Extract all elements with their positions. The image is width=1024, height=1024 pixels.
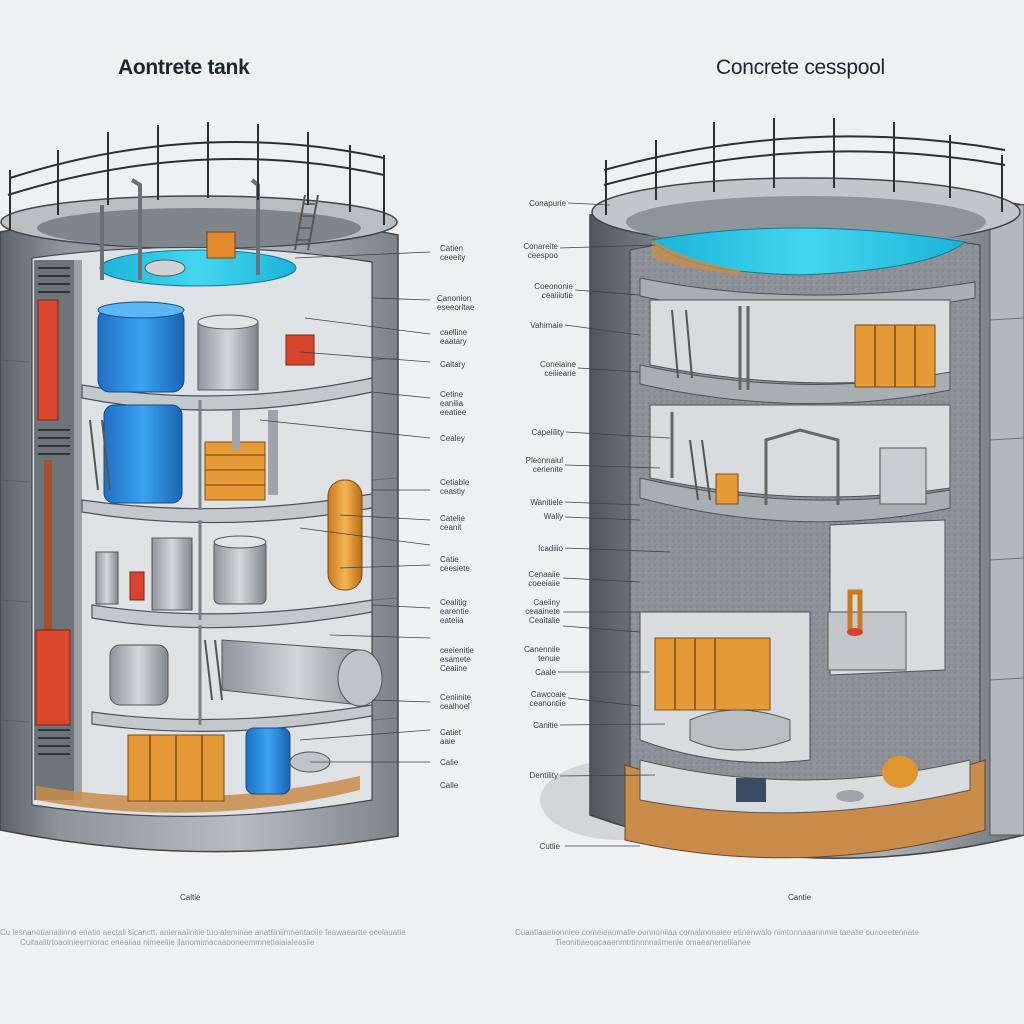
right-leader-lines <box>558 202 671 847</box>
left-label: Caltary <box>440 360 466 369</box>
left-leader-lines <box>259 251 431 763</box>
right-label: Caale <box>535 668 556 677</box>
right-label: Dentility <box>529 771 558 780</box>
right-label: Vahimaie <box>530 321 563 330</box>
left-label: Calle <box>440 781 459 790</box>
right-label: Cutlie <box>539 842 560 851</box>
right-diagram-title: Concrete cesspool <box>716 56 885 79</box>
right-label: Waliy <box>543 512 563 521</box>
right-footer-text: Cuaatiaaetionniee comeieaomalie ounnonii… <box>515 928 919 947</box>
left-label: Cealey <box>440 434 465 443</box>
right-label: Canitie <box>533 721 558 730</box>
left-caption: Caltie <box>180 893 201 902</box>
right-label: Capelility <box>531 428 564 437</box>
right-cesspool <box>540 118 1024 859</box>
left-footer-text: Cu lesnanotianaiiinno enatio aectali sic… <box>0 928 406 947</box>
left-tank <box>0 122 399 853</box>
left-label: Calie <box>440 758 459 767</box>
right-label: Conapurie <box>529 199 566 208</box>
left-diagram-title: Aontrete tank <box>118 56 250 79</box>
right-label: Icadiiio <box>538 544 563 553</box>
right-caption: Cantie <box>788 893 812 902</box>
right-label: Wanitiele <box>530 498 563 507</box>
